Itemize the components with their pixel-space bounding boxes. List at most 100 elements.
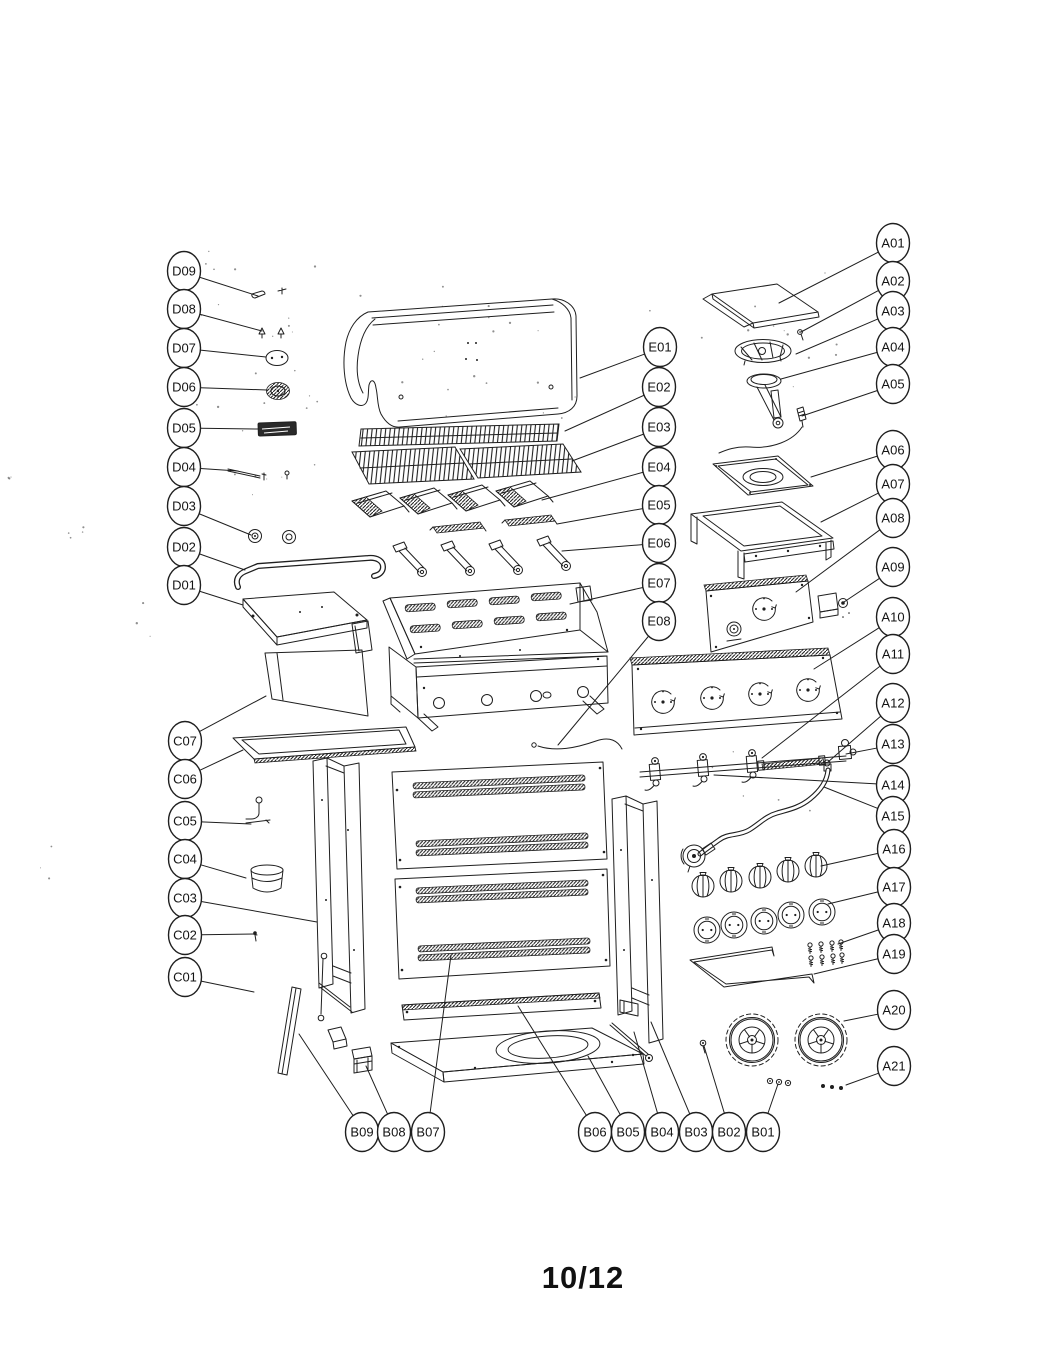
- svg-text:E03: E03: [647, 420, 670, 435]
- side-shelf-board-part-a01: [702, 283, 820, 329]
- caster-brackets-part-b08: [327, 1026, 373, 1074]
- svg-text:C05: C05: [173, 814, 197, 829]
- callout-C07: C07: [167, 695, 267, 762]
- svg-text:D03: D03: [172, 499, 196, 514]
- callout-A05: A05: [801, 363, 911, 417]
- callout-E04: E04: [541, 446, 677, 501]
- caps-part-b01: [766, 1077, 792, 1087]
- side-control-panel-part-a08: [703, 574, 814, 653]
- svg-text:A02: A02: [881, 274, 904, 289]
- axle-caps-part-a21: [821, 1084, 843, 1090]
- svg-text:E04: E04: [647, 460, 670, 475]
- firebox-part: [382, 582, 609, 732]
- callout-E05: E05: [556, 484, 677, 526]
- svg-text:C04: C04: [173, 852, 197, 867]
- callout-E02: E02: [564, 366, 677, 432]
- svg-text:B07: B07: [416, 1125, 439, 1140]
- svg-text:E08: E08: [647, 614, 670, 629]
- callout-D02: D02: [166, 526, 246, 571]
- callout-A20: A20: [843, 989, 912, 1031]
- svg-text:C03: C03: [173, 891, 197, 906]
- right-frame-part: [611, 795, 664, 1044]
- svg-text:D06: D06: [172, 380, 196, 395]
- svg-text:A19: A19: [882, 947, 905, 962]
- svg-text:A16: A16: [882, 842, 905, 857]
- callout-E01: E01: [579, 326, 678, 379]
- callout-A18: A18: [837, 902, 912, 945]
- svg-text:A21: A21: [882, 1059, 905, 1074]
- axle-rod-part-b04: [609, 1022, 653, 1062]
- svg-text:E06: E06: [647, 536, 670, 551]
- side-shelf-frame-part-a07: [690, 501, 835, 580]
- svg-text:E05: E05: [647, 498, 670, 513]
- side-burner-trivet-part-a03: [734, 339, 792, 366]
- svg-text:A11: A11: [882, 647, 904, 662]
- hose-regulator-part: [680, 767, 831, 873]
- grease-cup-part-c04: [250, 864, 284, 893]
- callout-D09: D09: [166, 250, 259, 297]
- callout-D01: D01: [166, 564, 244, 606]
- callout-A07: A07: [820, 463, 911, 523]
- svg-text:A03: A03: [881, 304, 904, 319]
- callout-A01: A01: [778, 222, 911, 304]
- svg-text:A04: A04: [881, 340, 904, 355]
- towel-bar-part-a19: [689, 946, 815, 988]
- callout-D04: D04: [166, 446, 239, 488]
- svg-text:B01: B01: [751, 1125, 774, 1140]
- svg-text:B05: B05: [616, 1125, 639, 1140]
- cap-part-d06: [266, 382, 290, 400]
- igniter-wire-part: [531, 738, 623, 750]
- page-number: 10/12: [541, 1260, 625, 1295]
- svg-text:B04: B04: [650, 1125, 673, 1140]
- callout-C01: C01: [167, 956, 255, 998]
- svg-text:A08: A08: [881, 511, 904, 526]
- svg-text:A13: A13: [881, 737, 904, 752]
- callout-A16: A16: [820, 828, 912, 870]
- svg-text:D04: D04: [172, 460, 196, 475]
- screw-part-a02: [797, 329, 804, 341]
- svg-text:E01: E01: [648, 340, 671, 355]
- callout-A09: A09: [843, 546, 911, 603]
- callout-B05: B05: [587, 1055, 646, 1153]
- svg-text:E07: E07: [647, 576, 670, 591]
- callout-A11: A11: [761, 633, 911, 759]
- back-panel-lower-part: [394, 868, 611, 980]
- svg-text:A12: A12: [881, 696, 904, 711]
- callout-A12: A12: [827, 682, 911, 763]
- back-panel-upper-part: [391, 761, 608, 870]
- bolt-part-d09: [251, 287, 287, 299]
- callout-B09: B09: [298, 1033, 380, 1153]
- svg-text:B02: B02: [717, 1125, 740, 1140]
- pins-part-d08: [258, 327, 285, 339]
- callout-C02: C02: [167, 914, 255, 956]
- svg-text:A20: A20: [882, 1003, 905, 1018]
- callout-A15: A15: [823, 786, 911, 837]
- heat-plates-part: [351, 480, 554, 518]
- callout-A19: A19: [813, 933, 912, 975]
- crossbar-part: [401, 992, 602, 1021]
- callout-C05: C05: [167, 800, 252, 842]
- callout-A13: A13: [845, 723, 911, 765]
- callout-B04: B04: [633, 1031, 680, 1153]
- callout-A08: A08: [795, 497, 911, 593]
- callout-A21: A21: [845, 1045, 912, 1087]
- callout-E08: E08: [557, 600, 677, 746]
- callout-layer: D09D08D07D06D05D04D03D02D01C07C06C05C04C…: [166, 222, 912, 1153]
- callout-B07: B07: [410, 954, 452, 1153]
- rod-part-c01: [317, 952, 328, 1022]
- left-frame-part-c03: [312, 757, 366, 1014]
- svg-text:A07: A07: [881, 477, 904, 492]
- callout-A04: A04: [780, 326, 911, 380]
- carryover-channels-part: [429, 514, 558, 534]
- callout-D03: D03: [166, 485, 252, 536]
- callout-C03: C03: [167, 877, 318, 923]
- callout-E03: E03: [571, 406, 677, 462]
- svg-text:A14: A14: [881, 778, 904, 793]
- wheels-part-a20: [725, 1013, 848, 1067]
- igniter-electrode-part-a05: [718, 406, 807, 454]
- knob-bezels-part-a17: [693, 898, 836, 944]
- svg-text:A09: A09: [881, 560, 904, 575]
- callout-B02: B02: [703, 1045, 747, 1153]
